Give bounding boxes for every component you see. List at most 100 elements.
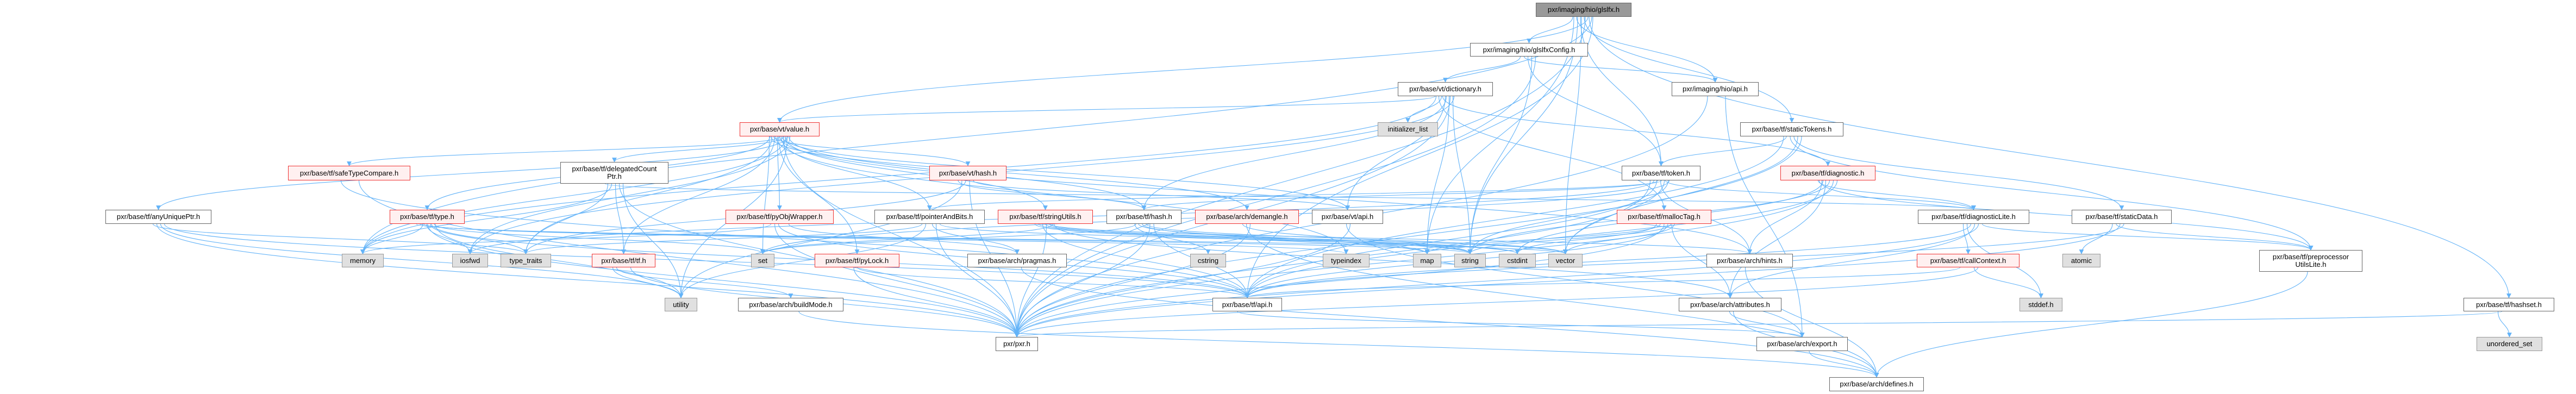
graph-node-vt-api[interactable]: pxr/base/vt/api.h [1312, 210, 1383, 224]
graph-node-delegatedCountPtr[interactable]: pxr/base/tf/delegatedCount Ptr.h [560, 162, 668, 184]
edge-demangle-to-string [1242, 223, 1473, 254]
graph-node-hashset[interactable]: pxr/base/tf/hashset.h [2464, 298, 2554, 311]
edge-dictionary-to-string [1452, 96, 1473, 254]
graph-node-unordered-set: unordered_set [2477, 337, 2542, 351]
edge-pointerAndBits-to-pragmas [931, 223, 1020, 254]
graph-node-export[interactable]: pxr/base/arch/export.h [1756, 337, 1848, 351]
graph-node-pxr[interactable]: pxr/pxr.h [996, 337, 1038, 351]
edge-glslfx-to-value [777, 16, 1589, 123]
edge-diagnosticLite-to-callContext [1962, 223, 1971, 254]
graph-node-typeindex: typeindex [1323, 254, 1370, 267]
graph-node-callContext[interactable]: pxr/base/tf/callContext.h [1917, 254, 2019, 267]
graph-node-type-traits: type_traits [501, 254, 551, 267]
graph-node-glslfx[interactable]: pxr/imaging/hio/glslfx.h [1536, 3, 1631, 17]
edge-staticTokens-to-staticData [1793, 136, 2124, 210]
edge-pyLock-to-tf_api [857, 267, 1250, 298]
graph-node-map: map [1413, 254, 1441, 267]
graph-node-staticData[interactable]: pxr/base/tf/staticData.h [2072, 210, 2172, 224]
graph-node-vector: vector [1548, 254, 1583, 267]
edge-type-to-type_traits [430, 223, 528, 254]
edge-vt_api-to-pxr [1014, 223, 1351, 337]
graph-node-buildMode[interactable]: pxr/base/arch/buildMode.h [738, 298, 843, 311]
edge-glslfxConfig-to-hio_api [1523, 56, 1718, 83]
edge-value-to-typeindex [775, 136, 1349, 254]
edge-tf_hash-to-set [760, 223, 1136, 254]
edge-value-to-pyLock [778, 136, 860, 254]
edge-callContext-to-stddef [1973, 267, 2043, 298]
edge-diagnostic-to-diagnosticLite [1817, 180, 1976, 210]
graph-node-vt-hash[interactable]: pxr/base/vt/hash.h [929, 166, 1006, 180]
graph-node-anyUniquePtr[interactable]: pxr/base/tf/anyUniquePtr.h [105, 210, 211, 224]
edge-staticData-to-pxr [1014, 223, 2121, 337]
edge-value-to-hints [779, 136, 1752, 254]
graph-node-hints[interactable]: pxr/base/arch/hints.h [1706, 254, 1793, 267]
edge-diagnosticLite-to-pxr [1014, 223, 1979, 337]
graph-node-diagnostic[interactable]: pxr/base/tf/diagnostic.h [1780, 166, 1875, 180]
edge-value-to-demangle [770, 136, 1249, 210]
edge-pointerAndBits-to-type_traits [523, 223, 923, 254]
edge-mallocTag-to-string [1467, 223, 1671, 254]
edge-staticTokens-to-preprocessorUtilsLite [1790, 136, 2314, 251]
edge-value-to-tf [621, 136, 776, 254]
graph-node-pyLock[interactable]: pxr/base/tf/pyLock.h [815, 254, 899, 267]
edge-glslfx-to-glslfxConfig [1527, 16, 1573, 43]
edge-glslfx-to-hashset [1589, 16, 2511, 298]
edge-hints-to-defines [1745, 267, 1879, 378]
graph-node-pointerAndBits[interactable]: pxr/base/tf/pointerAndBits.h [874, 210, 985, 224]
graph-node-hio-api[interactable]: pxr/imaging/hio/api.h [1672, 82, 1759, 96]
graph-node-pyObjWrapper[interactable]: pxr/base/tf/pyObjWrapper.h [726, 210, 834, 224]
edge-mallocTag-to-vector [1563, 223, 1675, 254]
edge-dictionary-to-value [777, 96, 1436, 123]
edge-type-to-memory [360, 223, 423, 254]
edge-diagnostic-to-attributes [1728, 180, 1827, 298]
edge-diagnosticLite-to-attributes [1728, 223, 1975, 298]
graph-node-tf-api[interactable]: pxr/base/tf/api.h [1212, 298, 1282, 311]
edge-dictionary-to-map [1424, 96, 1450, 254]
graph-node-preprocessorUtilsLite[interactable]: pxr/base/tf/preprocessor UtilsLite.h [2259, 250, 2362, 272]
graph-node-tf[interactable]: pxr/base/tf/tf.h [592, 254, 655, 267]
edge-glslfx-to-staticTokens [1584, 16, 1795, 123]
edge-preprocessorUtilsLite-to-defines [1874, 271, 2308, 378]
graph-node-demangle[interactable]: pxr/base/arch/demangle.h [1195, 210, 1299, 224]
edge-token-to-tf_hash [1141, 180, 1659, 210]
edge-diagnosticLite-to-preprocessorUtilsLite [1981, 223, 2314, 251]
edge-pyObjWrapper-to-memory [360, 223, 772, 254]
edge-diagnostic-to-preprocessorUtilsLite [1818, 180, 2314, 251]
graph-node-type[interactable]: pxr/base/tf/type.h [390, 210, 465, 224]
edge-tf_api-to-export [1237, 311, 1805, 337]
edge-staticTokens-to-tf_api [1245, 136, 1784, 298]
edge-dictionary-to-memory [360, 96, 1437, 254]
graph-node-pragmas[interactable]: pxr/base/arch/pragmas.h [967, 254, 1067, 267]
graph-node-attributes[interactable]: pxr/base/arch/attributes.h [1679, 298, 1781, 311]
graph-node-diagnosticLite[interactable]: pxr/base/tf/diagnosticLite.h [1918, 210, 2029, 224]
graph-node-safeTypeCompare[interactable]: pxr/base/tf/safeTypeCompare.h [288, 166, 410, 180]
edge-staticData-to-tf_api [1245, 223, 2124, 298]
edge-value-to-pointerAndBits [780, 136, 932, 210]
edge-delegatedCountPtr-to-diagnosticLite [604, 183, 1976, 210]
edge-stringUtils-to-set [760, 223, 1054, 254]
edge-glslfx-to-token [1580, 16, 1664, 166]
edge-glslfx-to-memory [360, 16, 1592, 254]
edge-glslfxConfig-to-token [1527, 56, 1664, 166]
edge-value-to-safeTypeCompare [347, 136, 781, 166]
edge-value-to-set [760, 136, 770, 254]
edge-glslfx-to-hio_api [1576, 16, 1718, 83]
edge-tf-to-buildMode [616, 267, 793, 298]
edge-type-to-utility [435, 223, 684, 298]
edge-callContext-to-pxr [1014, 267, 1979, 337]
graph-node-tf-hash[interactable]: pxr/base/tf/hash.h [1106, 210, 1181, 224]
edge-glslfxConfig-to-dictionary [1443, 56, 1521, 83]
graph-node-mallocTag[interactable]: pxr/base/tf/mallocTag.h [1617, 210, 1711, 224]
graph-node-token[interactable]: pxr/base/tf/token.h [1622, 166, 1700, 180]
graph-node-dictionary[interactable]: pxr/base/vt/dictionary.h [1398, 82, 1493, 96]
graph-node-defines[interactable]: pxr/base/arch/defines.h [1829, 377, 1924, 391]
edge-delegatedCountPtr-to-utility [622, 183, 684, 298]
graph-node-stringUtils[interactable]: pxr/base/tf/stringUtils.h [998, 210, 1093, 224]
graph-node-glslfxConfig[interactable]: pxr/imaging/hio/glslfxConfig.h [1470, 43, 1588, 57]
graph-node-staticTokens[interactable]: pxr/base/tf/staticTokens.h [1740, 122, 1843, 136]
graph-node-cstring: cstring [1190, 254, 1226, 267]
edge-anyUniquePtr-to-pxr [156, 223, 1020, 337]
graph-node-value[interactable]: pxr/base/vt/value.h [740, 122, 820, 136]
graph-node-iosfwd: iosfwd [452, 254, 488, 267]
